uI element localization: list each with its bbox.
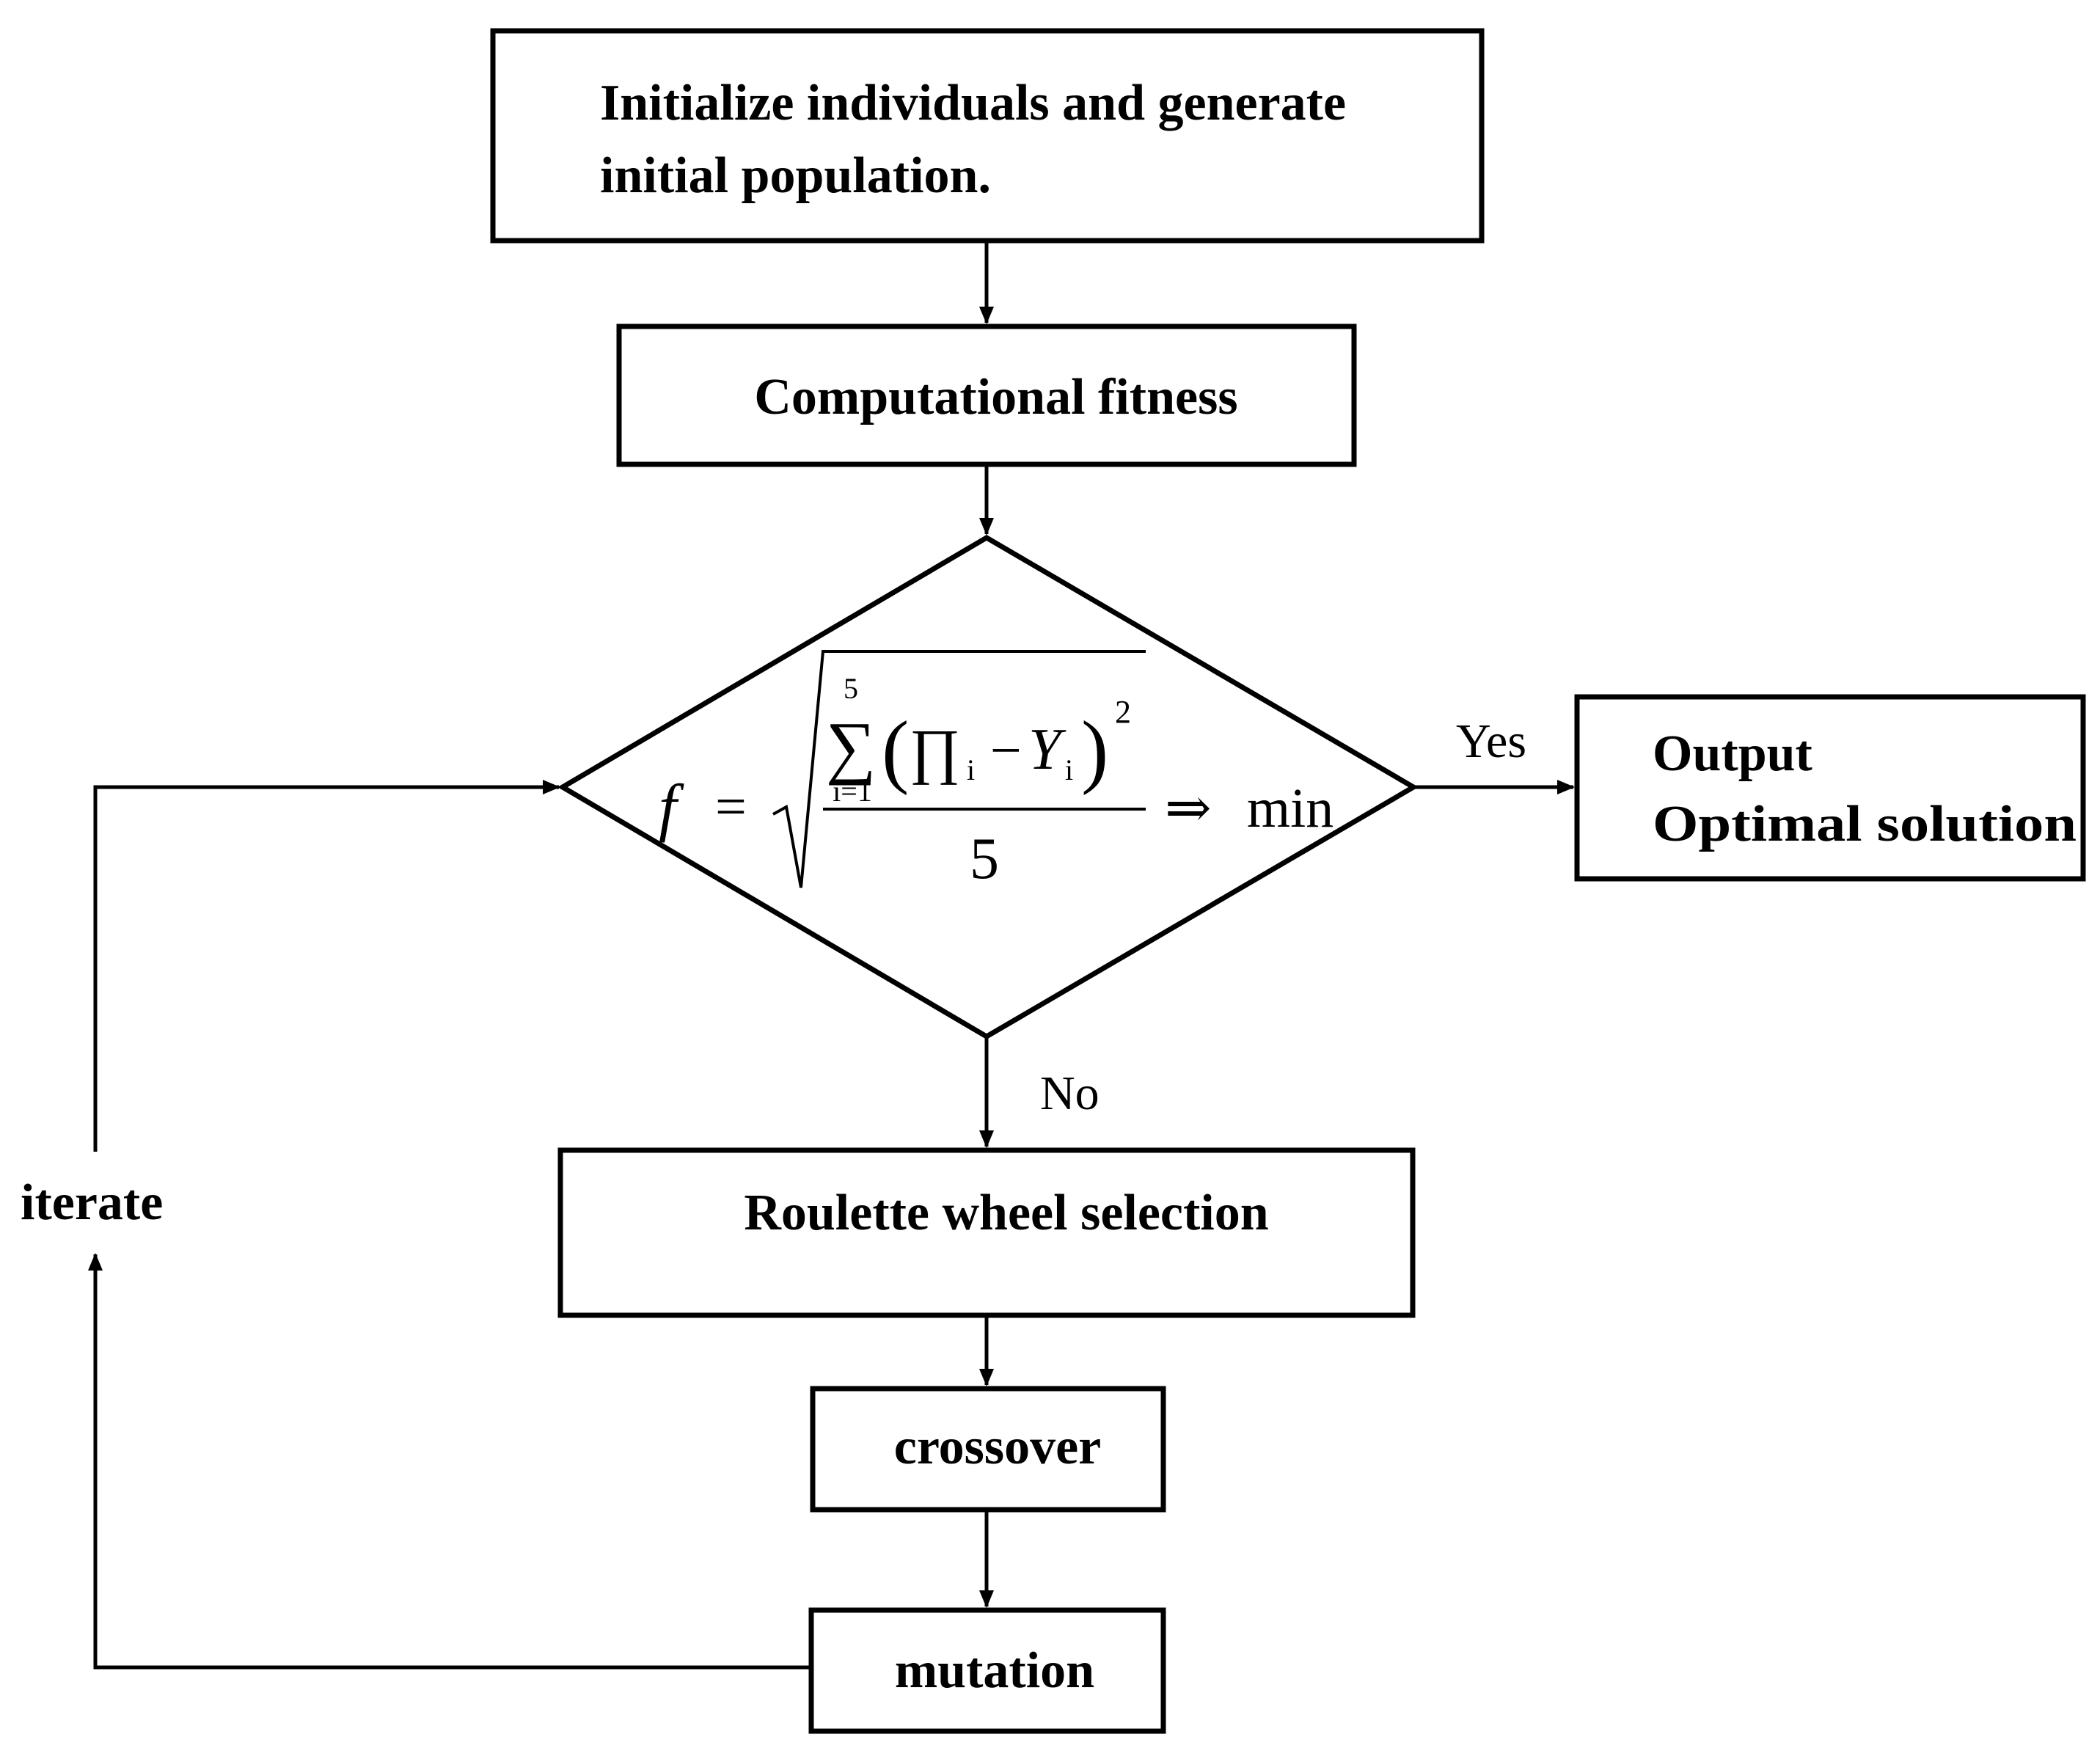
roulette-box — [557, 1147, 1416, 1318]
output-box — [1574, 694, 2086, 882]
roulette-node: Roulette wheel selection — [557, 1147, 1416, 1318]
fitness-node: Computational fitness — [616, 323, 1357, 467]
fitness-formula: f = 5 ∑ i=1 ( ∏ i − Y i ) 2 5 ⇒ min — [659, 650, 1333, 891]
sqrt-symbol — [772, 650, 1146, 888]
formula-y: Y — [1028, 717, 1067, 782]
decision-diamond — [557, 534, 1419, 1040]
edge-iterate-to-decision — [93, 780, 560, 1152]
formula-pi-sub: i — [967, 753, 975, 786]
roulette-label: Roulette wheel selection — [744, 1185, 1268, 1241]
crossover-label: crossover — [894, 1419, 1102, 1475]
crossover-node: crossover — [810, 1386, 1166, 1513]
formula-pi: ∏ — [910, 717, 960, 786]
init-node: Initialize individuals and generate init… — [490, 28, 1485, 244]
output-line2: Optimal solution — [1653, 796, 2077, 852]
sum-upper-limit: 5 — [844, 672, 858, 705]
formula-rparen: ) — [1081, 705, 1108, 796]
formula-implies: ⇒ — [1165, 778, 1212, 839]
formula-y-sub: i — [1065, 753, 1073, 786]
formula-denominator: 5 — [970, 827, 999, 891]
init-line1: Initialize individuals and generate — [600, 75, 1346, 131]
formula-minus: − — [990, 720, 1022, 781]
crossover-box — [810, 1386, 1166, 1513]
iterate-label: iterate — [21, 1174, 163, 1231]
yes-label: Yes — [1456, 714, 1526, 768]
init-line2: initial population. — [600, 147, 991, 204]
mutation-label: mutation — [895, 1642, 1094, 1699]
connectors — [88, 241, 1575, 1670]
mutation-box — [808, 1607, 1166, 1734]
edge-mutation-to-iterate — [88, 1253, 811, 1670]
sum-lower-limit: i=1 — [833, 775, 872, 808]
formula-equals: = — [715, 776, 747, 838]
output-line1: Output — [1653, 725, 1812, 782]
decision-node: f = 5 ∑ i=1 ( ∏ i − Y i ) 2 5 ⇒ min — [557, 534, 1419, 1040]
formula-lparen: ( — [882, 705, 909, 796]
sum-sigma: ∑ — [826, 707, 876, 786]
output-node: Output Optimal solution — [1574, 694, 2086, 882]
fitness-label: Computational fitness — [754, 369, 1237, 425]
init-box — [490, 28, 1485, 244]
mutation-node: mutation — [808, 1607, 1166, 1734]
no-label: No — [1040, 1067, 1100, 1120]
formula-exponent: 2 — [1115, 694, 1131, 730]
fitness-box — [616, 323, 1357, 467]
formula-min: min — [1247, 778, 1333, 839]
